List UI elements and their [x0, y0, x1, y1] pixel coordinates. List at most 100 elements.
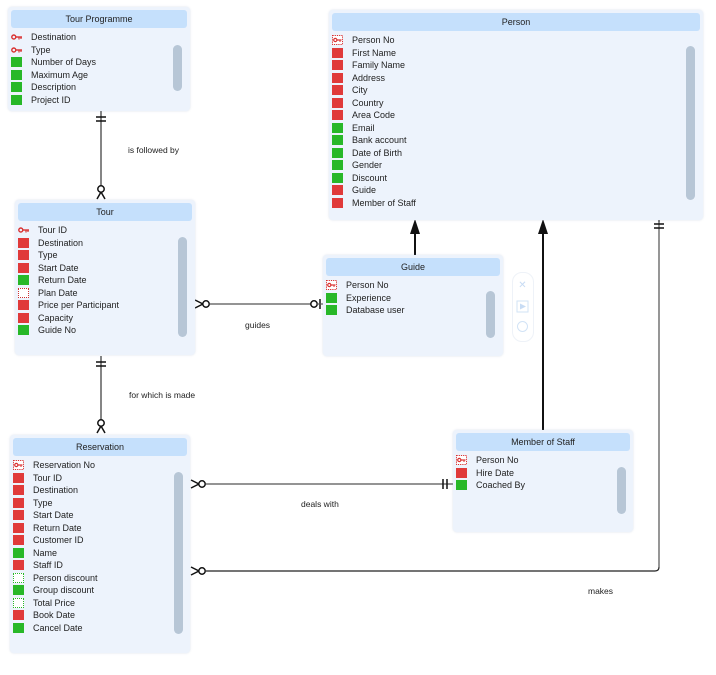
attribute-row[interactable]: Tour ID	[13, 472, 98, 485]
scrollbar[interactable]	[178, 237, 187, 337]
attribute-name: Database user	[346, 305, 405, 316]
connector-makes[interactable]	[190, 218, 664, 576]
attribute-row[interactable]: Type	[13, 497, 98, 510]
attribute-row[interactable]: Database user	[326, 304, 405, 317]
attribute-row[interactable]: Return Date	[13, 522, 98, 535]
entity-title[interactable]: Tour	[18, 203, 192, 221]
attribute-row[interactable]: Tour ID	[18, 224, 119, 237]
attribute-row[interactable]: Area Code	[332, 109, 416, 122]
connector-is-followed-by[interactable]	[96, 111, 106, 200]
attribute-name: Book Date	[33, 610, 76, 621]
scrollbar[interactable]	[173, 45, 182, 91]
attribute-row[interactable]: Description	[11, 81, 96, 94]
primary-key-icon	[11, 45, 22, 55]
mandatory-attribute-icon	[332, 47, 343, 58]
entity-title[interactable]: Guide	[326, 258, 500, 276]
attribute-name: Person No	[352, 35, 395, 46]
attribute-row[interactable]: Customer ID	[13, 534, 98, 547]
attribute-row[interactable]: Plan Date	[18, 287, 119, 300]
connector-guide-inherits-person[interactable]	[410, 219, 420, 256]
connector-guides[interactable]	[194, 299, 325, 309]
mandatory-attribute-icon	[18, 300, 29, 311]
entity-title[interactable]: Reservation	[13, 438, 187, 456]
attribute-name: Plan Date	[38, 287, 78, 298]
attribute-row[interactable]: Destination	[13, 484, 98, 497]
attribute-row[interactable]: Date of Birth	[332, 147, 416, 160]
attribute-row[interactable]: Price per Participant	[18, 299, 119, 312]
attribute-name: Experience	[346, 292, 392, 303]
play-icon[interactable]	[516, 300, 529, 313]
close-icon[interactable]: ✕	[518, 280, 527, 291]
mandatory-attribute-icon	[456, 467, 467, 478]
connector-staff-inherits-person[interactable]	[538, 219, 548, 431]
attribute-row[interactable]: Capacity	[18, 312, 119, 325]
attribute-name: Date of Birth	[352, 147, 403, 158]
attribute-row[interactable]: Discount	[332, 172, 416, 185]
attribute-row[interactable]: Book Date	[13, 609, 98, 622]
attribute-row[interactable]: Person No	[456, 454, 525, 467]
attribute-row[interactable]: Hire Date	[456, 467, 525, 480]
optional-attribute-icon	[11, 69, 22, 80]
entity-title[interactable]: Tour Programme	[11, 10, 187, 28]
circle-icon[interactable]	[516, 320, 529, 333]
attribute-row[interactable]: Family Name	[332, 59, 416, 72]
attribute-row[interactable]: Return Date	[18, 274, 119, 287]
attribute-row[interactable]: Total Price	[13, 597, 98, 610]
attribute-row[interactable]: Destination	[18, 237, 119, 250]
attribute-row[interactable]: Number of Days	[11, 56, 96, 69]
attribute-row[interactable]: Member of Staff	[332, 197, 416, 210]
attribute-row[interactable]: Project ID	[11, 94, 96, 107]
scrollbar[interactable]	[486, 291, 495, 338]
mandatory-attribute-icon	[13, 510, 24, 521]
attribute-name: Tour ID	[33, 472, 63, 483]
rel-label-is-followed-by: is followed by	[128, 145, 180, 155]
attribute-row[interactable]: Start Date	[18, 262, 119, 275]
attribute-row[interactable]: Destination	[11, 31, 96, 44]
attribute-row[interactable]: Experience	[326, 292, 405, 305]
attribute-row[interactable]: Address	[332, 72, 416, 85]
attribute-row[interactable]: Gender	[332, 159, 416, 172]
attribute-name: Project ID	[31, 94, 71, 105]
scrollbar[interactable]	[617, 467, 626, 514]
attribute-row[interactable]: Coached By	[456, 479, 525, 492]
attribute-row[interactable]: Person No	[332, 34, 416, 47]
scrollbar[interactable]	[686, 46, 695, 200]
attribute-name: Member of Staff	[352, 197, 416, 208]
entity-title[interactable]: Person	[332, 13, 700, 31]
attribute-row[interactable]: Type	[11, 44, 96, 57]
attribute-row[interactable]: First Name	[332, 47, 416, 60]
attribute-row[interactable]: Guide	[332, 184, 416, 197]
attribute-row[interactable]: Type	[18, 249, 119, 262]
optional-attribute-icon	[326, 292, 337, 303]
connector-for-which-is-made[interactable]	[96, 356, 106, 434]
optional-attribute-icon	[18, 275, 29, 286]
attribute-row[interactable]: Person discount	[13, 572, 98, 585]
scrollbar[interactable]	[174, 472, 183, 634]
attribute-row[interactable]: Person No	[326, 279, 405, 292]
attribute-row[interactable]: Name	[13, 547, 98, 560]
attribute-row[interactable]: Staff ID	[13, 559, 98, 572]
attribute-row[interactable]: Maximum Age	[11, 69, 96, 82]
attribute-name: Type	[31, 44, 51, 55]
attribute-name: Reservation No	[33, 460, 96, 471]
attribute-row[interactable]: Email	[332, 122, 416, 135]
attribute-row[interactable]: Reservation No	[13, 459, 98, 472]
attribute-row[interactable]: Start Date	[13, 509, 98, 522]
attribute-row[interactable]: Country	[332, 97, 416, 110]
attribute-row[interactable]: Bank account	[332, 134, 416, 147]
attribute-row[interactable]: Cancel Date	[13, 622, 98, 635]
attribute-name: Hire Date	[476, 467, 515, 478]
attribute-row[interactable]: City	[332, 84, 416, 97]
attribute-name: Family Name	[352, 60, 406, 71]
attribute-row[interactable]: Group discount	[13, 584, 98, 597]
attribute-row[interactable]: Guide No	[18, 324, 119, 337]
connector-deals-with[interactable]	[190, 479, 455, 489]
entity-title[interactable]: Member of Staff	[456, 433, 630, 451]
